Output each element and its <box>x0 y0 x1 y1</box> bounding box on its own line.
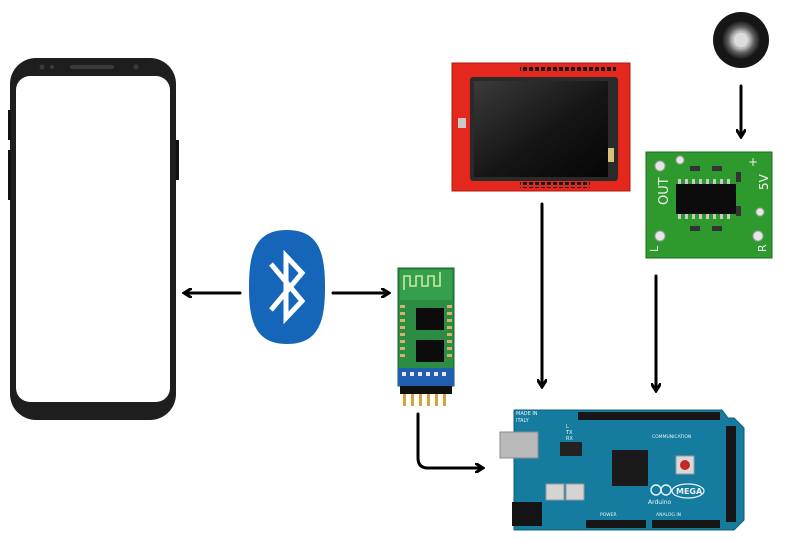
tft-lcd-display <box>451 62 631 192</box>
smartphone <box>8 58 179 420</box>
amp-out-label: OUT <box>657 177 672 205</box>
bt-chip <box>416 308 444 330</box>
arduino-logo: Arduino <box>648 484 672 506</box>
digital-header <box>578 412 720 420</box>
earpiece <box>70 65 114 69</box>
sd-slot <box>458 118 466 128</box>
tx-label: TX <box>565 430 573 436</box>
side-header <box>726 426 736 522</box>
phone-screen <box>16 76 170 402</box>
rx-label: RX <box>566 436 573 442</box>
capacitor <box>545 483 565 501</box>
arduino-mega-board: MADE IN ITALY TX RX L COMMUNICATION POWE… <box>499 409 745 531</box>
bluetooth-icon <box>249 230 325 344</box>
mcu-chip <box>612 450 648 486</box>
arduino-brand-label: Arduino <box>648 499 672 506</box>
italy-label: ITALY <box>516 418 530 424</box>
pin-header <box>400 386 452 394</box>
arrow-module-to-arduino <box>416 412 482 468</box>
analog-in-label: ANALOG IN <box>656 512 681 518</box>
tft-screen <box>474 81 608 177</box>
communication-label: COMMUNICATION <box>652 434 691 440</box>
amp-plus-label: + <box>748 155 758 169</box>
breakout-board <box>398 368 454 386</box>
mega-label: MEGA <box>676 487 703 496</box>
l-led-label: L <box>566 424 569 430</box>
speaker <box>713 12 769 68</box>
amp-5v-label: 5V <box>757 173 771 190</box>
amp-l-label: L <box>648 245 661 252</box>
front-camera-icon <box>39 64 45 70</box>
flash-chip <box>416 340 444 362</box>
usb-port <box>499 431 539 459</box>
connection-arrows <box>185 84 741 468</box>
dc-jack <box>512 502 542 526</box>
amp-chip <box>676 184 736 214</box>
power-label: POWER <box>600 512 617 518</box>
made-in-label: MADE IN <box>516 411 538 417</box>
audio-amplifier-module: OUT 5V + R L <box>645 151 773 259</box>
amp-r-label: R <box>756 244 769 252</box>
hc05-bluetooth-module <box>397 267 455 406</box>
